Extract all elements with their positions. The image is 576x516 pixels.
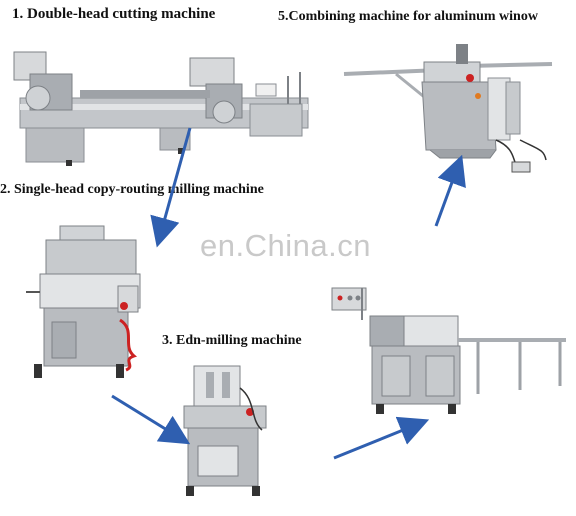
end-milling-machine-icon bbox=[183, 365, 267, 496]
label-double-head-cutting-machine: 1. Double-head cutting machine bbox=[12, 6, 216, 22]
double-head-cutting-machine-icon bbox=[13, 51, 309, 166]
label-combining-machine: 5.Combining machine for aluminum winow bbox=[278, 9, 538, 24]
cutting-saw-machine-icon bbox=[331, 287, 566, 414]
label-copy-routing-milling-machine: 2. Single-head copy-routing milling mach… bbox=[0, 182, 264, 197]
label-end-milling-machine: 3. Edn-milling machine bbox=[162, 333, 302, 348]
copy-routing-milling-machine-icon bbox=[26, 225, 141, 378]
process-flow-arrow-icon bbox=[111, 127, 466, 460]
watermark: en.China.cn bbox=[200, 228, 371, 263]
combining-machine-icon bbox=[343, 44, 553, 173]
